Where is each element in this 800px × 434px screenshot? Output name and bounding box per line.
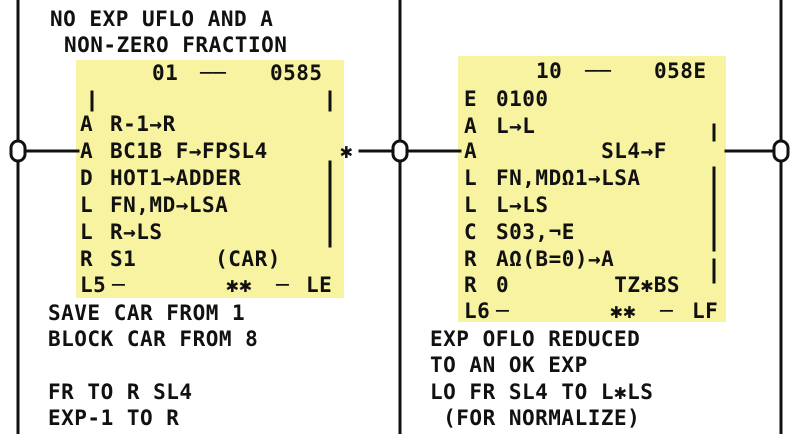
card-10-arrow: ── <box>585 59 612 83</box>
card-10-row-7-text: AΩ(B=0)→A <box>496 247 615 271</box>
card-01-row-2-tag: A <box>80 139 94 163</box>
card-01-address: 0585 <box>270 61 323 85</box>
card-10-row-8-text: 0 TZ✱BS <box>496 273 681 297</box>
card-10-row-8-tag: R <box>464 273 478 297</box>
card-10-footer-dash: ─ <box>496 299 510 323</box>
card-10-row-2-tag: A <box>464 114 478 138</box>
card-01-background <box>76 60 344 298</box>
card-10-id: 10 <box>536 59 563 83</box>
right-note-1: EXP OFLO REDUCED <box>430 327 641 351</box>
card-10-row-3-text: SL4→F <box>496 139 667 163</box>
junction-star-icon: ✱ <box>340 139 354 163</box>
card-01-id: 01 <box>152 61 179 85</box>
card-10-row-7-tag: R <box>464 247 478 271</box>
card-10-row-6-text: S03,¬E <box>496 220 575 244</box>
left-header-line-1: NO EXP UFLO AND A <box>50 7 274 31</box>
left-note-2: BLOCK CAR FROM 8 <box>48 327 259 351</box>
left-note-4: FR TO R SL4 <box>48 380 193 404</box>
card-01-row-6-tag: R <box>80 247 94 271</box>
left-note-5: EXP-1 TO R <box>48 406 180 430</box>
card-01-row-5-tag: L <box>80 220 94 244</box>
card-10-footer-right: LF <box>692 299 719 323</box>
card-10-footer-left: L6 <box>464 299 491 323</box>
right-note-4: (FOR NORMALIZE) <box>430 406 641 430</box>
right-note-3: LO FR SL4 TO L✱LS <box>430 380 654 404</box>
card-10-address: 058E <box>654 59 707 83</box>
card-01-footer-stars: ✱✱ <box>226 273 253 297</box>
card-01-row-3-tag: D <box>80 166 94 190</box>
card-10-row-2-text: L→L <box>496 114 536 138</box>
card-01-row-6-text: S1 (CAR) <box>110 247 281 271</box>
card-01-row-4-tag: L <box>80 193 94 217</box>
card-10-background <box>458 56 726 322</box>
card-10-row-3-tag: A <box>464 139 478 163</box>
card-01-row-1-text: R-1→R <box>110 112 176 136</box>
card-01-footer-right: LE <box>306 273 333 297</box>
card-01-row-3-text: HOT1→ADDER <box>110 166 242 190</box>
card-10-row-5-tag: L <box>464 193 478 217</box>
card-01-arrow: ── <box>200 61 227 85</box>
card-01-row-5-text: R→LS <box>110 220 163 244</box>
card-10-footer-stars: ✱✱ <box>610 299 637 323</box>
card-01-row-4-text: FN,MD→LSA <box>110 193 229 217</box>
card-10-footer-dash-2: ─ <box>660 299 674 323</box>
card-10-row-4-text: FN,MDΩ1→LSA <box>496 166 641 190</box>
card-10-row-5-text: L→LS <box>496 193 549 217</box>
card-01-row-1-tag: A <box>80 112 94 136</box>
card-10-row-6-tag: C <box>464 220 478 244</box>
card-01-footer-dash: ─ <box>112 273 126 297</box>
left-header-line-2: NON-ZERO FRACTION <box>64 33 288 57</box>
card-01-footer-left: L5 <box>80 273 107 297</box>
card-01-row-2-text: BC1B F→FPSL4 <box>110 139 268 163</box>
card-10-row-1-text: 0100 <box>496 87 549 111</box>
card-10-row-1-tag: E <box>464 87 478 111</box>
card-01-footer-dash-2: ─ <box>276 273 290 297</box>
right-note-2: TO AN OK EXP <box>430 353 588 377</box>
left-note-1: SAVE CAR FROM 1 <box>48 301 246 325</box>
card-10-row-4-tag: L <box>464 166 478 190</box>
